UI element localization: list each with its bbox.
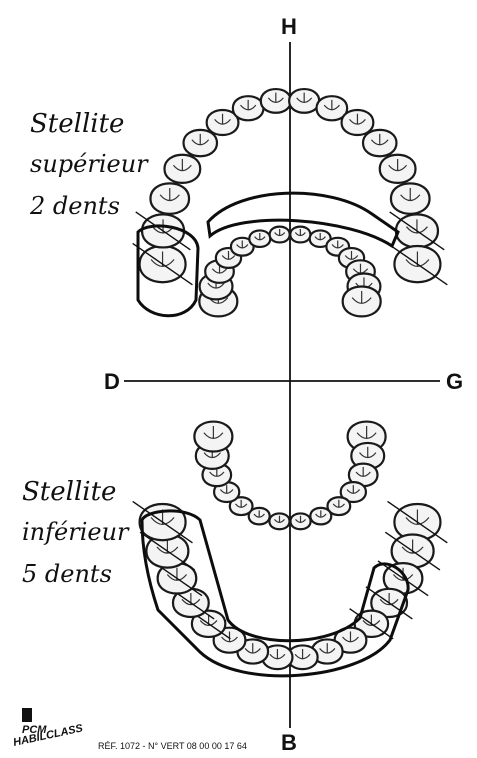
lower-inner-tooth [310, 508, 331, 525]
upper-arch-tooth [363, 130, 396, 156]
upper-arch-tooth [150, 183, 189, 213]
axis-label-bottom: B [281, 730, 297, 755]
lower-note-line-2: inférieur [22, 518, 130, 546]
axis-label-right: G [446, 369, 463, 394]
upper-arch-tooth [261, 89, 291, 113]
upper-arch-tooth [388, 243, 448, 284]
upper-inner-tooth [343, 286, 381, 316]
upper-note: Stellite supérieur 2 dents [29, 109, 149, 220]
axis-label-left: D [104, 369, 120, 394]
upper-inner-tooth [270, 227, 290, 243]
axis-label-top: H [281, 14, 297, 39]
upper-arch-tooth [133, 243, 193, 284]
upper-inner-tooth [290, 227, 310, 243]
lower-inner-tooth [290, 513, 310, 529]
upper-note-line-3: 2 dents [29, 192, 120, 220]
upper-arch-tooth [380, 155, 416, 183]
upper-note-line-1: Stellite [30, 109, 124, 139]
upper-arch-tooth [164, 155, 200, 183]
reference-number: RÉF. 1072 - N° VERT 08 00 00 17 64 [98, 741, 247, 751]
lower-note-line-1: Stellite [22, 477, 116, 507]
upper-arch-tooth [391, 183, 430, 213]
upper-arch-tooth [342, 110, 374, 135]
upper-arch-tooth [289, 89, 319, 113]
brand-logo: PCM HABILCLASS [12, 708, 84, 749]
lower-inner-tooth [269, 513, 289, 529]
brand-mark [22, 708, 32, 722]
lower-note-line-3: 5 dents [22, 560, 112, 588]
lower-note: Stellite inférieur 5 dents [22, 477, 130, 588]
upper-inner-tooth [249, 230, 270, 247]
upper-note-line-2: supérieur [30, 150, 149, 178]
upper-arch-tooth [184, 130, 217, 156]
upper-arch-tooth [233, 96, 264, 120]
lower-inner-tooth [194, 422, 232, 452]
